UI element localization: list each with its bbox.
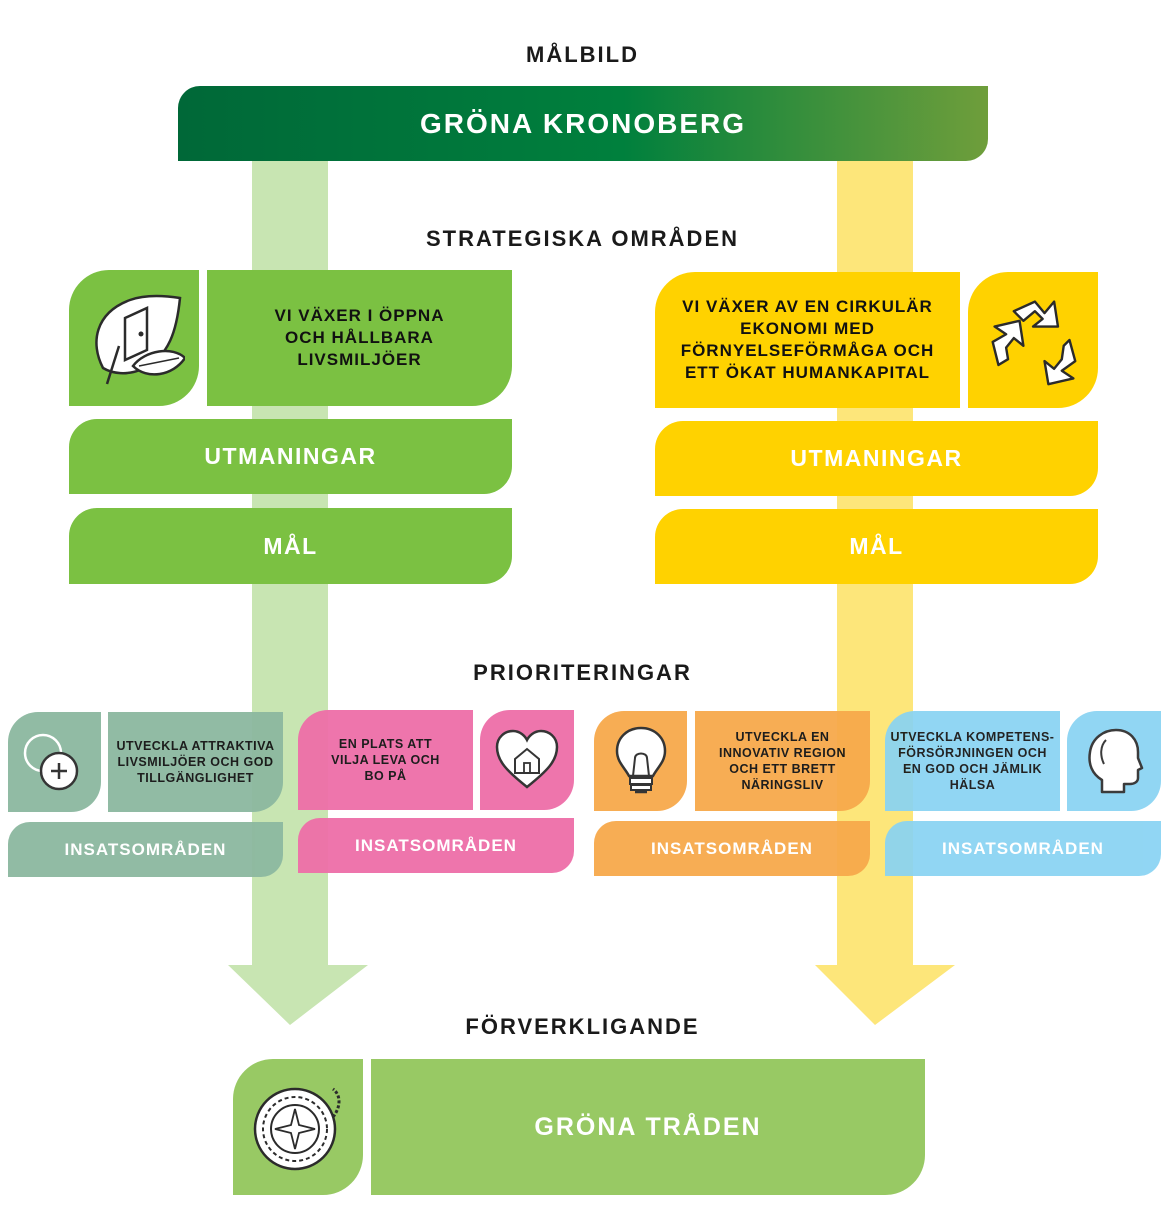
priority-4-icon-tile [1067, 711, 1161, 811]
left-strategic-title: VI VÄXER I ÖPPNA OCH HÅLLBARA LIVSMILJÖE… [274, 306, 445, 369]
grona-traden-title: GRÖNA TRÅDEN [534, 1112, 762, 1141]
priority-3-icon-tile [594, 711, 687, 811]
right-utmaningar-box: UTMANINGAR [655, 421, 1098, 496]
priority-1-icon-tile [8, 712, 101, 812]
right-mal-box: MÅL [655, 509, 1098, 584]
right-utmaningar-label: UTMANINGAR [790, 445, 963, 471]
left-utmaningar-box: UTMANINGAR [69, 419, 512, 494]
priority-2-title-box: EN PLATS ATT VILJA LEVA OCH BO PÅ [298, 710, 473, 810]
priority-2-insatsomraden-label: INSATSOMRÅDEN [355, 835, 517, 855]
priority-1-insatsomraden-box: INSATSOMRÅDEN [8, 822, 283, 877]
priority-2: EN PLATS ATT VILJA LEVA OCH BO PÅ INSATS… [298, 710, 574, 875]
circles-plus-icon [18, 728, 90, 796]
priority-3-title: UTVECKLA EN INNOVATIV REGION OCH ETT BRE… [719, 730, 846, 792]
priority-3-insatsomraden-box: INSATSOMRÅDEN [594, 821, 870, 876]
forverkligande-heading: FÖRVERKLIGANDE [465, 1014, 700, 1039]
right-mal-label: MÅL [849, 533, 904, 559]
priority-3-insatsomraden-label: INSATSOMRÅDEN [651, 838, 813, 858]
strategic-area-right: VI VÄXER AV EN CIRKULÄR EKONOMI MED FÖRN… [655, 272, 1098, 588]
priority-4-insatsomraden-label: INSATSOMRÅDEN [942, 838, 1104, 858]
strategiska-heading: STRATEGISKA OMRÅDEN [426, 226, 739, 251]
grona-kronoberg-banner: GRÖNA KRONOBERG [178, 86, 988, 161]
priority-1-title-box: UTVECKLA ATTRAKTIVA LIVSMILJÖER OCH GOD … [108, 712, 283, 812]
heart-house-icon [492, 726, 562, 794]
priority-4: UTVECKLA KOMPETENS-FÖRSÖRJNINGEN OCH EN … [885, 711, 1161, 877]
priority-2-title: EN PLATS ATT VILJA LEVA OCH BO PÅ [331, 737, 440, 783]
malbild-heading: MÅLBILD [526, 42, 639, 67]
right-strategic-title: VI VÄXER AV EN CIRKULÄR EKONOMI MED FÖRN… [680, 297, 935, 382]
banner-title: GRÖNA KRONOBERG [419, 107, 747, 139]
priority-1-title: UTVECKLA ATTRAKTIVA LIVSMILJÖER OCH GOD … [116, 739, 275, 785]
head-profile-icon [1079, 723, 1149, 799]
priority-4-title-box: UTVECKLA KOMPETENS-FÖRSÖRJNINGEN OCH EN … [885, 711, 1060, 811]
recycle-icon [983, 290, 1083, 390]
grona-traden-block: GRÖNA TRÅDEN [233, 1059, 925, 1195]
compass-rope-icon [247, 1077, 351, 1177]
priority-4-title: UTVECKLA KOMPETENS-FÖRSÖRJNINGEN OCH EN … [890, 730, 1055, 792]
priority-2-icon-tile [480, 710, 574, 810]
right-strategic-title-box: VI VÄXER AV EN CIRKULÄR EKONOMI MED FÖRN… [655, 272, 960, 408]
left-utmaningar-label: UTMANINGAR [204, 443, 377, 469]
left-strategic-title-box: VI VÄXER I ÖPPNA OCH HÅLLBARA LIVSMILJÖE… [207, 270, 512, 406]
grona-traden-icon-tile [233, 1059, 363, 1195]
left-icon-tile [69, 270, 199, 406]
priority-2-insatsomraden-box: INSATSOMRÅDEN [298, 818, 574, 873]
left-mal-box: MÅL [69, 508, 512, 584]
strategic-area-left: VI VÄXER I ÖPPNA OCH HÅLLBARA LIVSMILJÖE… [69, 270, 512, 586]
grona-traden-title-box: GRÖNA TRÅDEN [371, 1059, 925, 1195]
leaf-door-icon [83, 286, 187, 390]
lightbulb-icon [608, 723, 674, 799]
prioriteringar-heading: PRIORITERINGAR [473, 660, 692, 685]
priority-3: UTVECKLA EN INNOVATIV REGION OCH ETT BRE… [594, 711, 870, 877]
left-mal-label: MÅL [263, 532, 318, 559]
priority-4-insatsomraden-box: INSATSOMRÅDEN [885, 821, 1161, 876]
right-icon-tile [968, 272, 1098, 408]
priority-3-title-box: UTVECKLA EN INNOVATIV REGION OCH ETT BRE… [695, 711, 870, 811]
priority-1-insatsomraden-label: INSATSOMRÅDEN [64, 839, 227, 859]
priority-1: UTVECKLA ATTRAKTIVA LIVSMILJÖER OCH GOD … [8, 712, 283, 878]
